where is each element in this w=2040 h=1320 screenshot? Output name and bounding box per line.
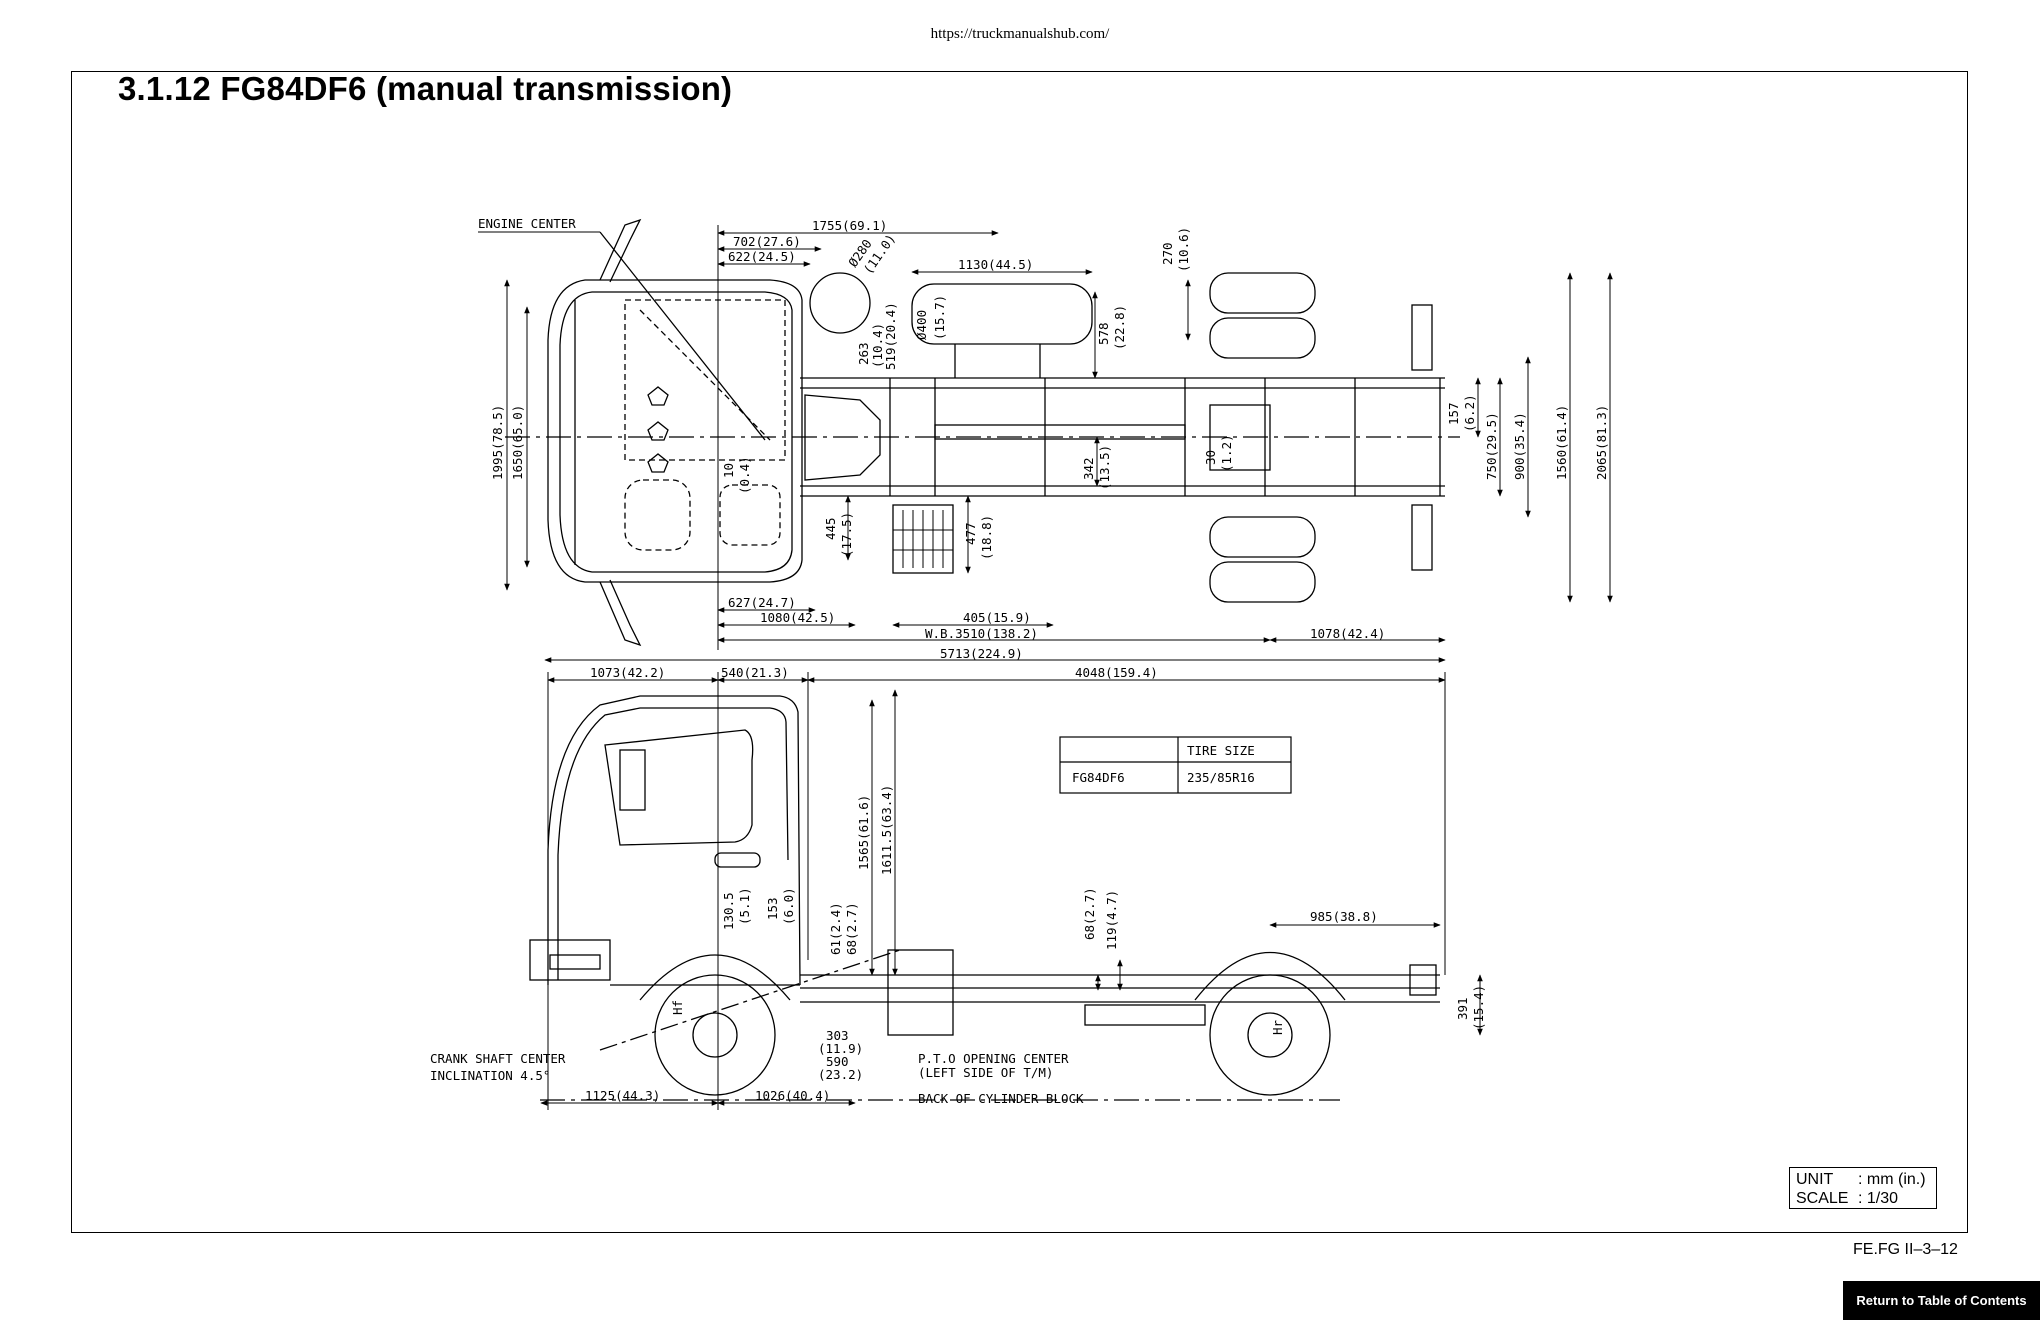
dim-303-in: (11.9)	[818, 1041, 863, 1056]
dim-540: 540(21.3)	[721, 665, 789, 680]
dim-627: 627(24.7)	[728, 595, 796, 610]
dim-445: 445	[823, 517, 838, 540]
dim-1130: 1130(44.5)	[958, 257, 1033, 272]
dim-750: 750(29.5)	[1484, 412, 1499, 480]
dim-68b: 68(2.7)	[1082, 887, 1097, 940]
side-view	[529, 695, 1440, 1101]
dim-119: 119(4.7)	[1104, 890, 1119, 950]
dim-1650: 1650(65.0)	[510, 405, 525, 480]
dim-10-in: (0.4)	[737, 456, 752, 494]
dim-130-in: (5.1)	[737, 887, 752, 925]
page-frame	[71, 71, 1968, 1233]
unit-scale-box: UNIT : mm (in.) SCALE : 1/30	[1789, 1167, 1937, 1209]
label-engine-center: ENGINE CENTER	[478, 216, 576, 231]
dim-4048: 4048(159.4)	[1075, 665, 1158, 680]
unit-key: UNIT	[1796, 1171, 1834, 1188]
dim-303: 303	[826, 1028, 849, 1043]
tire-size-table: TIRE SIZE FG84DF6 235/85R16	[1059, 736, 1292, 794]
dim-263-in: (10.4)	[870, 323, 885, 368]
dim-477-in: (18.8)	[979, 515, 994, 560]
plan-view	[505, 218, 1460, 647]
tire-table-model: FG84DF6	[1072, 770, 1125, 785]
label-crank-shaft-center: CRANK SHAFT CENTER	[430, 1051, 566, 1066]
dim-270-in: (10.6)	[1176, 227, 1191, 272]
dim-578: 578	[1096, 322, 1111, 345]
dim-153: 153	[765, 897, 780, 920]
dim-590-in: (23.2)	[818, 1067, 863, 1082]
label-pto-opening: P.T.O OPENING CENTER	[918, 1051, 1069, 1066]
dim-1995: 1995(78.5)	[490, 405, 505, 480]
dim-702: 702(27.6)	[733, 234, 801, 249]
dim-1611: 1611.5(63.4)	[879, 785, 894, 875]
dim-622: 622(24.5)	[728, 249, 796, 264]
plan-view-dimensions	[504, 225, 1613, 663]
dim-342: 342	[1081, 457, 1096, 480]
dim-1755: 1755(69.1)	[812, 218, 887, 233]
page-reference: FE.FG II–3–12	[1853, 1241, 1958, 1258]
dim-270: 270	[1160, 242, 1175, 265]
dim-wheelbase: W.B.3510(138.2)	[925, 626, 1038, 641]
label-hf: Hf	[670, 1000, 685, 1015]
label-back-cylinder-block: BACK OF CYLINDER BLOCK	[918, 1091, 1084, 1106]
dim-61: 61(2.4)	[828, 902, 843, 955]
scale-value: : 1/30	[1858, 1190, 1899, 1207]
plan-view-labels: ENGINE CENTER 1755(69.1) 702(27.6) 622(2…	[478, 216, 1609, 661]
dim-900: 900(35.4)	[1512, 412, 1527, 480]
side-view-labels: 1073(42.2) 540(21.3) 4048(159.4) 1565(61…	[430, 665, 1486, 1106]
side-view-dimensions	[540, 672, 1483, 1110]
dim-391-in: (15.4)	[1471, 985, 1486, 1030]
dim-405: 405(15.9)	[963, 610, 1031, 625]
dim-1080: 1080(42.5)	[760, 610, 835, 625]
dim-157-in: (6.2)	[1462, 394, 1477, 432]
dim-68a: 68(2.7)	[844, 902, 859, 955]
dim-1078: 1078(42.4)	[1310, 626, 1385, 641]
scale-key: SCALE	[1796, 1190, 1849, 1207]
dim-342-in: (13.5)	[1097, 445, 1112, 490]
dim-519: 519(20.4)	[883, 302, 898, 370]
dim-400-in: (15.7)	[932, 295, 947, 340]
unit-value: : mm (in.)	[1858, 1171, 1926, 1188]
dim-1125: 1125(44.3)	[585, 1088, 660, 1103]
dim-263: 263	[856, 342, 871, 365]
dim-10: 10	[721, 463, 736, 478]
dim-1026: 1026(40.4)	[755, 1088, 830, 1103]
dim-445-in: (17.5)	[839, 512, 854, 557]
dim-30: 30	[1203, 450, 1218, 465]
dim-30-in: (1.2)	[1219, 434, 1234, 472]
dim-400: Ø400	[914, 310, 929, 340]
label-hr: Hr	[1270, 1019, 1285, 1035]
tire-table-header: TIRE SIZE	[1187, 743, 1255, 758]
dim-578-in: (22.8)	[1112, 305, 1127, 350]
dim-1560: 1560(61.4)	[1554, 405, 1569, 480]
dim-157: 157	[1446, 402, 1461, 425]
dim-1073: 1073(42.2)	[590, 665, 665, 680]
label-inclination: INCLINATION 4.5°	[430, 1068, 550, 1083]
dim-590: 590	[826, 1054, 849, 1069]
dim-477: 477	[963, 522, 978, 545]
source-url: https://truckmanualshub.com/	[930, 26, 1110, 42]
dim-1565: 1565(61.6)	[856, 795, 871, 870]
dim-985: 985(38.8)	[1310, 909, 1378, 924]
dim-2065: 2065(81.3)	[1594, 405, 1609, 480]
dim-153-in: (6.0)	[781, 887, 796, 925]
dim-391: 391	[1455, 997, 1470, 1020]
dim-130: 130.5	[721, 892, 736, 930]
dim-5713: 5713(224.9)	[940, 646, 1023, 661]
tire-table-size: 235/85R16	[1187, 770, 1255, 785]
page-title: 3.1.12 FG84DF6 (manual transmission)	[118, 70, 733, 107]
return-to-toc-button[interactable]: Return to Table of Contents	[1843, 1281, 2040, 1320]
label-pto-side: (LEFT SIDE OF T/M)	[918, 1065, 1053, 1080]
